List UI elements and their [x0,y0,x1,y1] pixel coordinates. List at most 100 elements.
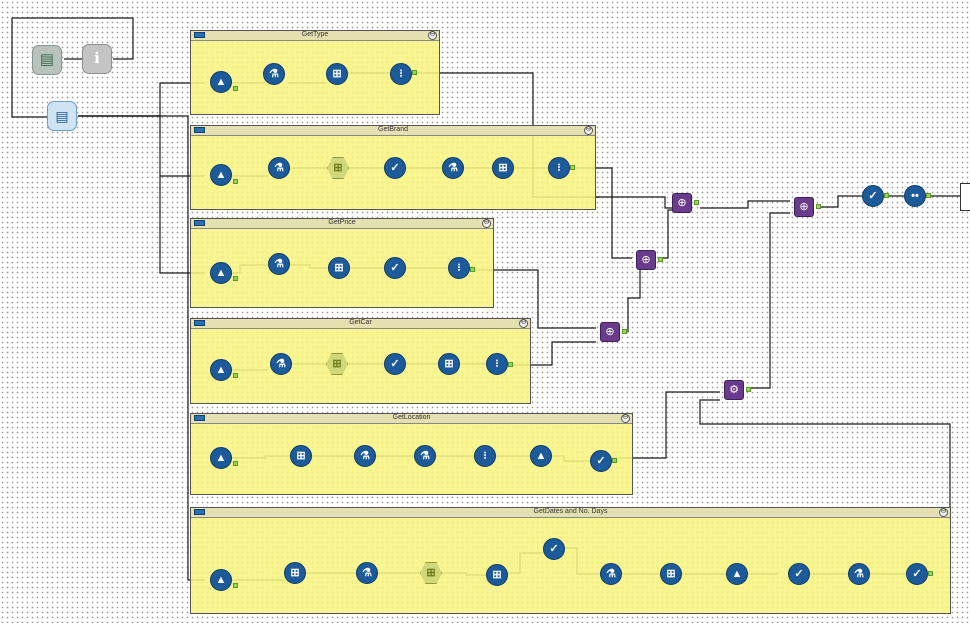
filter-tool[interactable]: ⚗ [600,563,622,585]
sort-tool[interactable]: ✓ [384,353,406,375]
port[interactable] [746,387,751,392]
formula-tool[interactable]: ▲ [210,164,232,186]
formula-tool[interactable]: ▲ [210,359,232,381]
sort-tool[interactable]: ✓ [862,185,884,207]
port[interactable] [233,86,238,91]
check-icon: ✓ [912,568,922,580]
select-tool[interactable]: ⊞ [326,63,348,85]
filter-tool[interactable]: ⚗ [354,445,376,467]
port[interactable] [233,373,238,378]
filter-tool[interactable]: ⚗ [263,63,285,85]
text-to-columns-tool[interactable]: ⊞ [327,157,349,179]
port[interactable] [233,179,238,184]
container-header[interactable] [191,219,493,229]
port[interactable] [816,204,821,209]
select-tool[interactable]: ⊞ [492,157,514,179]
transform-tool[interactable]: ⁝ [486,353,508,375]
container-toggle-icon[interactable] [194,127,205,133]
port[interactable] [928,571,933,576]
sort-tool[interactable]: ✓ [543,538,565,560]
sort-tool[interactable]: ✓ [384,157,406,179]
port[interactable] [622,329,627,334]
database-input-tool[interactable]: ▤ [47,101,77,131]
container-getlocation[interactable]: GetLocation ⊖ [190,413,633,495]
union-tool[interactable]: ⊕ [672,193,692,213]
collapse-icon[interactable]: ⊖ [621,414,630,423]
container-header[interactable] [191,31,439,41]
container-toggle-icon[interactable] [194,320,205,326]
filter-tool[interactable]: ⚗ [268,157,290,179]
sort-tool[interactable]: ✓ [906,563,928,585]
input-data-tool[interactable]: ▤ [32,45,62,75]
output-tool[interactable] [960,183,970,211]
port[interactable] [694,200,699,205]
select-tool[interactable]: ⊞ [290,445,312,467]
formula-tool[interactable]: ▲ [530,445,552,467]
formula-tool[interactable]: ▲ [210,71,232,93]
port[interactable] [884,193,889,198]
flask-icon: ⚗ [276,358,286,370]
container-header[interactable] [191,319,530,329]
collapse-icon[interactable]: ⊖ [428,31,437,40]
text-to-columns-tool[interactable]: ⊞ [420,562,442,584]
container-toggle-icon[interactable] [194,415,205,421]
port[interactable] [412,70,417,75]
port[interactable] [233,461,238,466]
browse-tool[interactable]: ℹ [82,44,112,74]
container-gettype[interactable]: GetType ⊖ [190,30,440,115]
port[interactable] [233,276,238,281]
container-getdates[interactable]: GetDates and No. Days ⊖ [190,507,951,614]
formula-tool[interactable]: ▲ [210,447,232,469]
formula-tool[interactable]: ▲ [210,262,232,284]
select-tool[interactable]: ⊞ [284,562,306,584]
transform-tool[interactable]: ⁝ [448,257,470,279]
formula-tool[interactable]: ▲ [726,563,748,585]
collapse-icon[interactable]: ⊖ [939,508,948,517]
filter-tool[interactable]: ⚗ [442,157,464,179]
transform-tool[interactable]: ⁝ [474,445,496,467]
container-header[interactable] [191,126,595,136]
sort-tool[interactable]: ✓ [384,257,406,279]
flask-icon: ⚗ [360,450,370,462]
port[interactable] [233,583,238,588]
transform-tool[interactable]: ⁝ [390,63,412,85]
sort-tool[interactable]: ✓ [590,450,612,472]
container-getcar[interactable]: GetCar ⊖ [190,318,531,404]
collapse-icon[interactable]: ⊖ [519,319,528,328]
container-header[interactable] [191,414,632,424]
select-tool[interactable]: ⊞ [328,257,350,279]
join-tool[interactable]: ⚙ [724,380,744,400]
flask-icon: ⚗ [274,258,284,270]
container-toggle-icon[interactable] [194,509,205,515]
port[interactable] [470,267,475,272]
datetime-tool[interactable]: ⊞ [486,564,508,586]
port[interactable] [570,165,575,170]
container-header[interactable] [191,508,950,518]
sort-tool[interactable]: ✓ [788,563,810,585]
filter-tool[interactable]: ⚗ [848,563,870,585]
formula-icon: ▲ [535,450,547,462]
unique-tool[interactable]: •• [904,185,926,207]
formula-tool[interactable]: ▲ [210,569,232,591]
container-toggle-icon[interactable] [194,32,205,38]
check-icon: ✓ [794,568,804,580]
filter-tool[interactable]: ⚗ [270,353,292,375]
transform-tool[interactable]: ⁝ [548,157,570,179]
port[interactable] [658,257,663,262]
select-tool[interactable]: ⊞ [438,353,460,375]
filter-tool[interactable]: ⚗ [268,253,290,275]
collapse-icon[interactable]: ⊖ [584,126,593,135]
filter-tool[interactable]: ⚗ [414,445,436,467]
filter-tool[interactable]: ⚗ [356,562,378,584]
datetime-tool[interactable]: ⊞ [660,563,682,585]
union-tool[interactable]: ⊕ [636,250,656,270]
text-to-columns-tool[interactable]: ⊞ [326,353,348,375]
port[interactable] [508,362,513,367]
collapse-icon[interactable]: ⊖ [482,219,491,228]
union-tool[interactable]: ⊕ [600,322,620,342]
union-tool[interactable]: ⊕ [794,197,814,217]
port[interactable] [612,458,617,463]
port[interactable] [926,193,931,198]
select-icon: ⊞ [498,162,508,174]
container-toggle-icon[interactable] [194,220,205,226]
